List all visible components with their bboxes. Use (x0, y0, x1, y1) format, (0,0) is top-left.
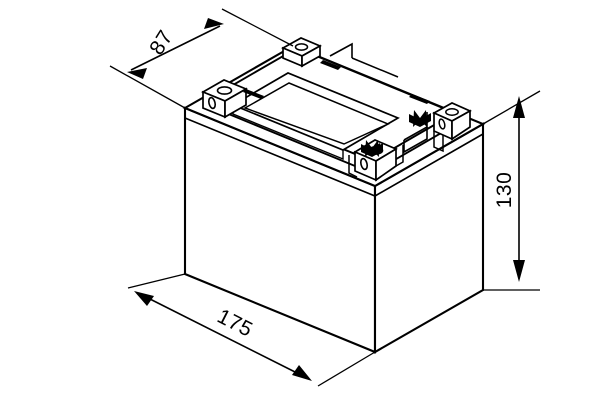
terminal-b-bolt-hole (294, 43, 309, 51)
dim-175-label: 175 (213, 305, 256, 342)
dim-175-ext-line-a (127, 273, 186, 289)
polarity-mark-group (361, 110, 431, 157)
terminal-left-front (201, 79, 248, 119)
terminal-a-bolt-hole (216, 86, 233, 95)
dim-87-arrow-right (204, 18, 224, 29)
bowtie-shape-4 (413, 110, 427, 127)
vent-dash-center (320, 60, 341, 70)
terminal-d-screw-slot (359, 157, 369, 171)
terminal-c-leg (433, 131, 444, 153)
polarity-mark-left-bowtie (361, 140, 383, 157)
lid-step-shoulder-rear (329, 42, 353, 58)
terminal-d-bracket-left (348, 155, 358, 178)
dim-130-label: 130 (493, 172, 516, 209)
lid-rear-rail (351, 57, 399, 78)
lid-step-shoulder-right-wall (403, 127, 428, 154)
dim-175-line (139, 293, 306, 378)
dim-87-arrow-left (127, 68, 147, 79)
terminal-b-side (301, 44, 321, 68)
terminal-a-screw-slot (207, 96, 217, 110)
terminal-c-side (451, 109, 471, 141)
polarity-mark-right-bowtie (409, 110, 431, 127)
flange-edge-right (374, 133, 484, 197)
vent-dash-group (243, 60, 430, 104)
dim-87-line (130, 25, 221, 71)
terminal-right (432, 102, 472, 153)
bowtie-shape-2 (365, 140, 379, 157)
terminal-c-bolt-hole (445, 108, 459, 116)
dimension-height-130: 130 (482, 90, 541, 291)
dim-130-ext-line-top (482, 90, 541, 125)
terminal-a-side (224, 87, 247, 119)
dim-175-arrow-right (292, 365, 312, 381)
dim-175-arrow-left (134, 291, 154, 306)
terminal-d-bracket-right (395, 145, 404, 167)
vent-dash-right (409, 94, 430, 104)
dim-130-arrow-bottom (513, 260, 525, 282)
dim-175-ext-line-b (317, 351, 376, 387)
handle-recess-floor (243, 82, 390, 145)
dim-87-ext-line-a (109, 65, 186, 109)
terminal-rear-top (281, 37, 322, 68)
terminal-c-screw-slot (438, 118, 446, 130)
dim-130-arrow-top (513, 96, 525, 118)
dim-87-ext-line-b (221, 8, 294, 47)
vent-dash-left (243, 89, 264, 99)
dim-87-label: 87 (145, 26, 177, 59)
